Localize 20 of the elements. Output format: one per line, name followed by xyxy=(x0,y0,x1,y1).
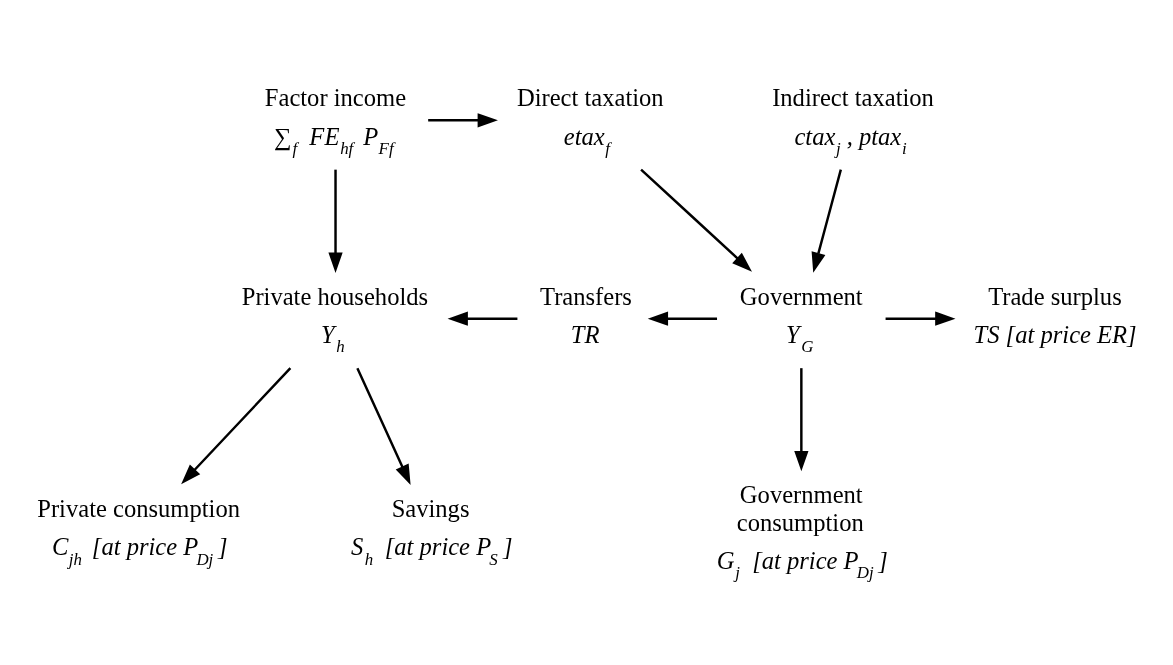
node-text: Factor income ∑$_{f}$ FE$_{hf}$ P$_{Ff}$ xyxy=(264,84,407,159)
node-text: Direct taxation etax$_{f}$ xyxy=(516,84,664,159)
node-text: Private consumption C$_{jh}$ [at price P$_{Dj}$] xyxy=(37,494,241,569)
node-text: Transfers TR xyxy=(539,282,632,348)
node-text: Trade surplus TS [at price ER] xyxy=(973,282,1137,348)
node-text: Government consumption G$_{j}$ [at price P$_{Dj}$] xyxy=(716,480,888,583)
arrow xyxy=(794,368,809,472)
arrow xyxy=(328,169,343,273)
arrow xyxy=(885,311,956,326)
arrow xyxy=(811,169,842,273)
arrow xyxy=(356,367,411,485)
node-text: Savings S$_{h}$ [at price P$_{S}$] xyxy=(350,494,513,569)
arrow xyxy=(647,311,718,326)
node-text: Government Y$_{G}$ xyxy=(739,282,863,357)
node-text: Indirect taxation ctax$_{j}$, ptax$_{i}$ xyxy=(772,84,934,159)
node-text: Private households Y$_{h}$ xyxy=(241,282,429,357)
arrow xyxy=(181,367,292,485)
arrow xyxy=(428,113,498,128)
arrow xyxy=(447,311,518,326)
arrow xyxy=(640,168,752,272)
